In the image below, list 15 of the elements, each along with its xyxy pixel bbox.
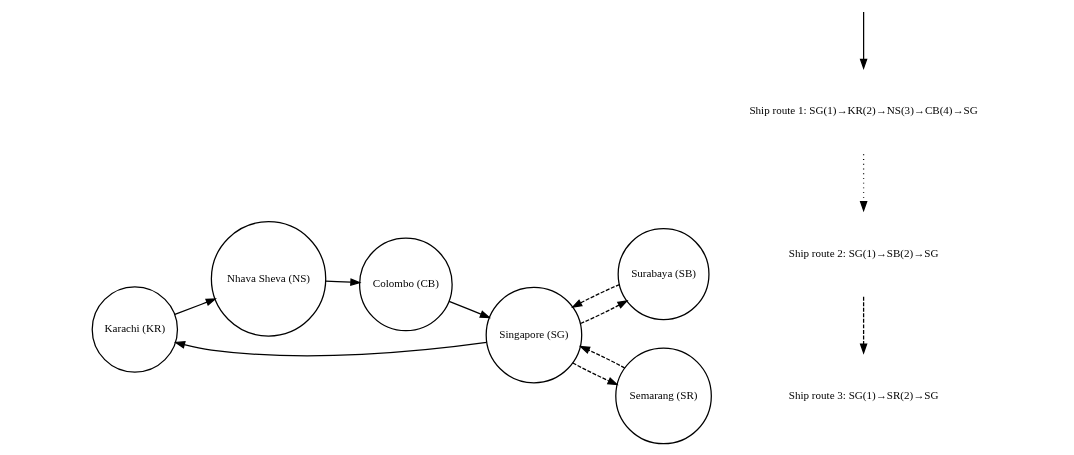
legend-label: Ship route 1: SG(1)→KR(2)→NS(3)→CB(4)→SG bbox=[749, 104, 978, 117]
arrow bbox=[579, 300, 629, 325]
arrow bbox=[173, 341, 488, 357]
arrow bbox=[572, 362, 619, 386]
arrow bbox=[174, 298, 217, 316]
arrow bbox=[571, 283, 621, 308]
arrow bbox=[325, 278, 362, 287]
legend-label: Ship route 3: SG(1)→SR(2)→SG bbox=[788, 388, 939, 401]
node-circle: Semarang (SR) bbox=[615, 347, 712, 445]
arrow bbox=[448, 300, 492, 319]
arrow bbox=[578, 345, 626, 369]
node-circle: Nhava Sheva (NS) bbox=[210, 221, 327, 337]
node-circle: Karachi (KR) bbox=[91, 286, 179, 373]
node-circle: Colombo (CB) bbox=[359, 237, 453, 332]
legend-label: Ship route 2: SG(1)→SB(2)→SG bbox=[788, 246, 939, 259]
